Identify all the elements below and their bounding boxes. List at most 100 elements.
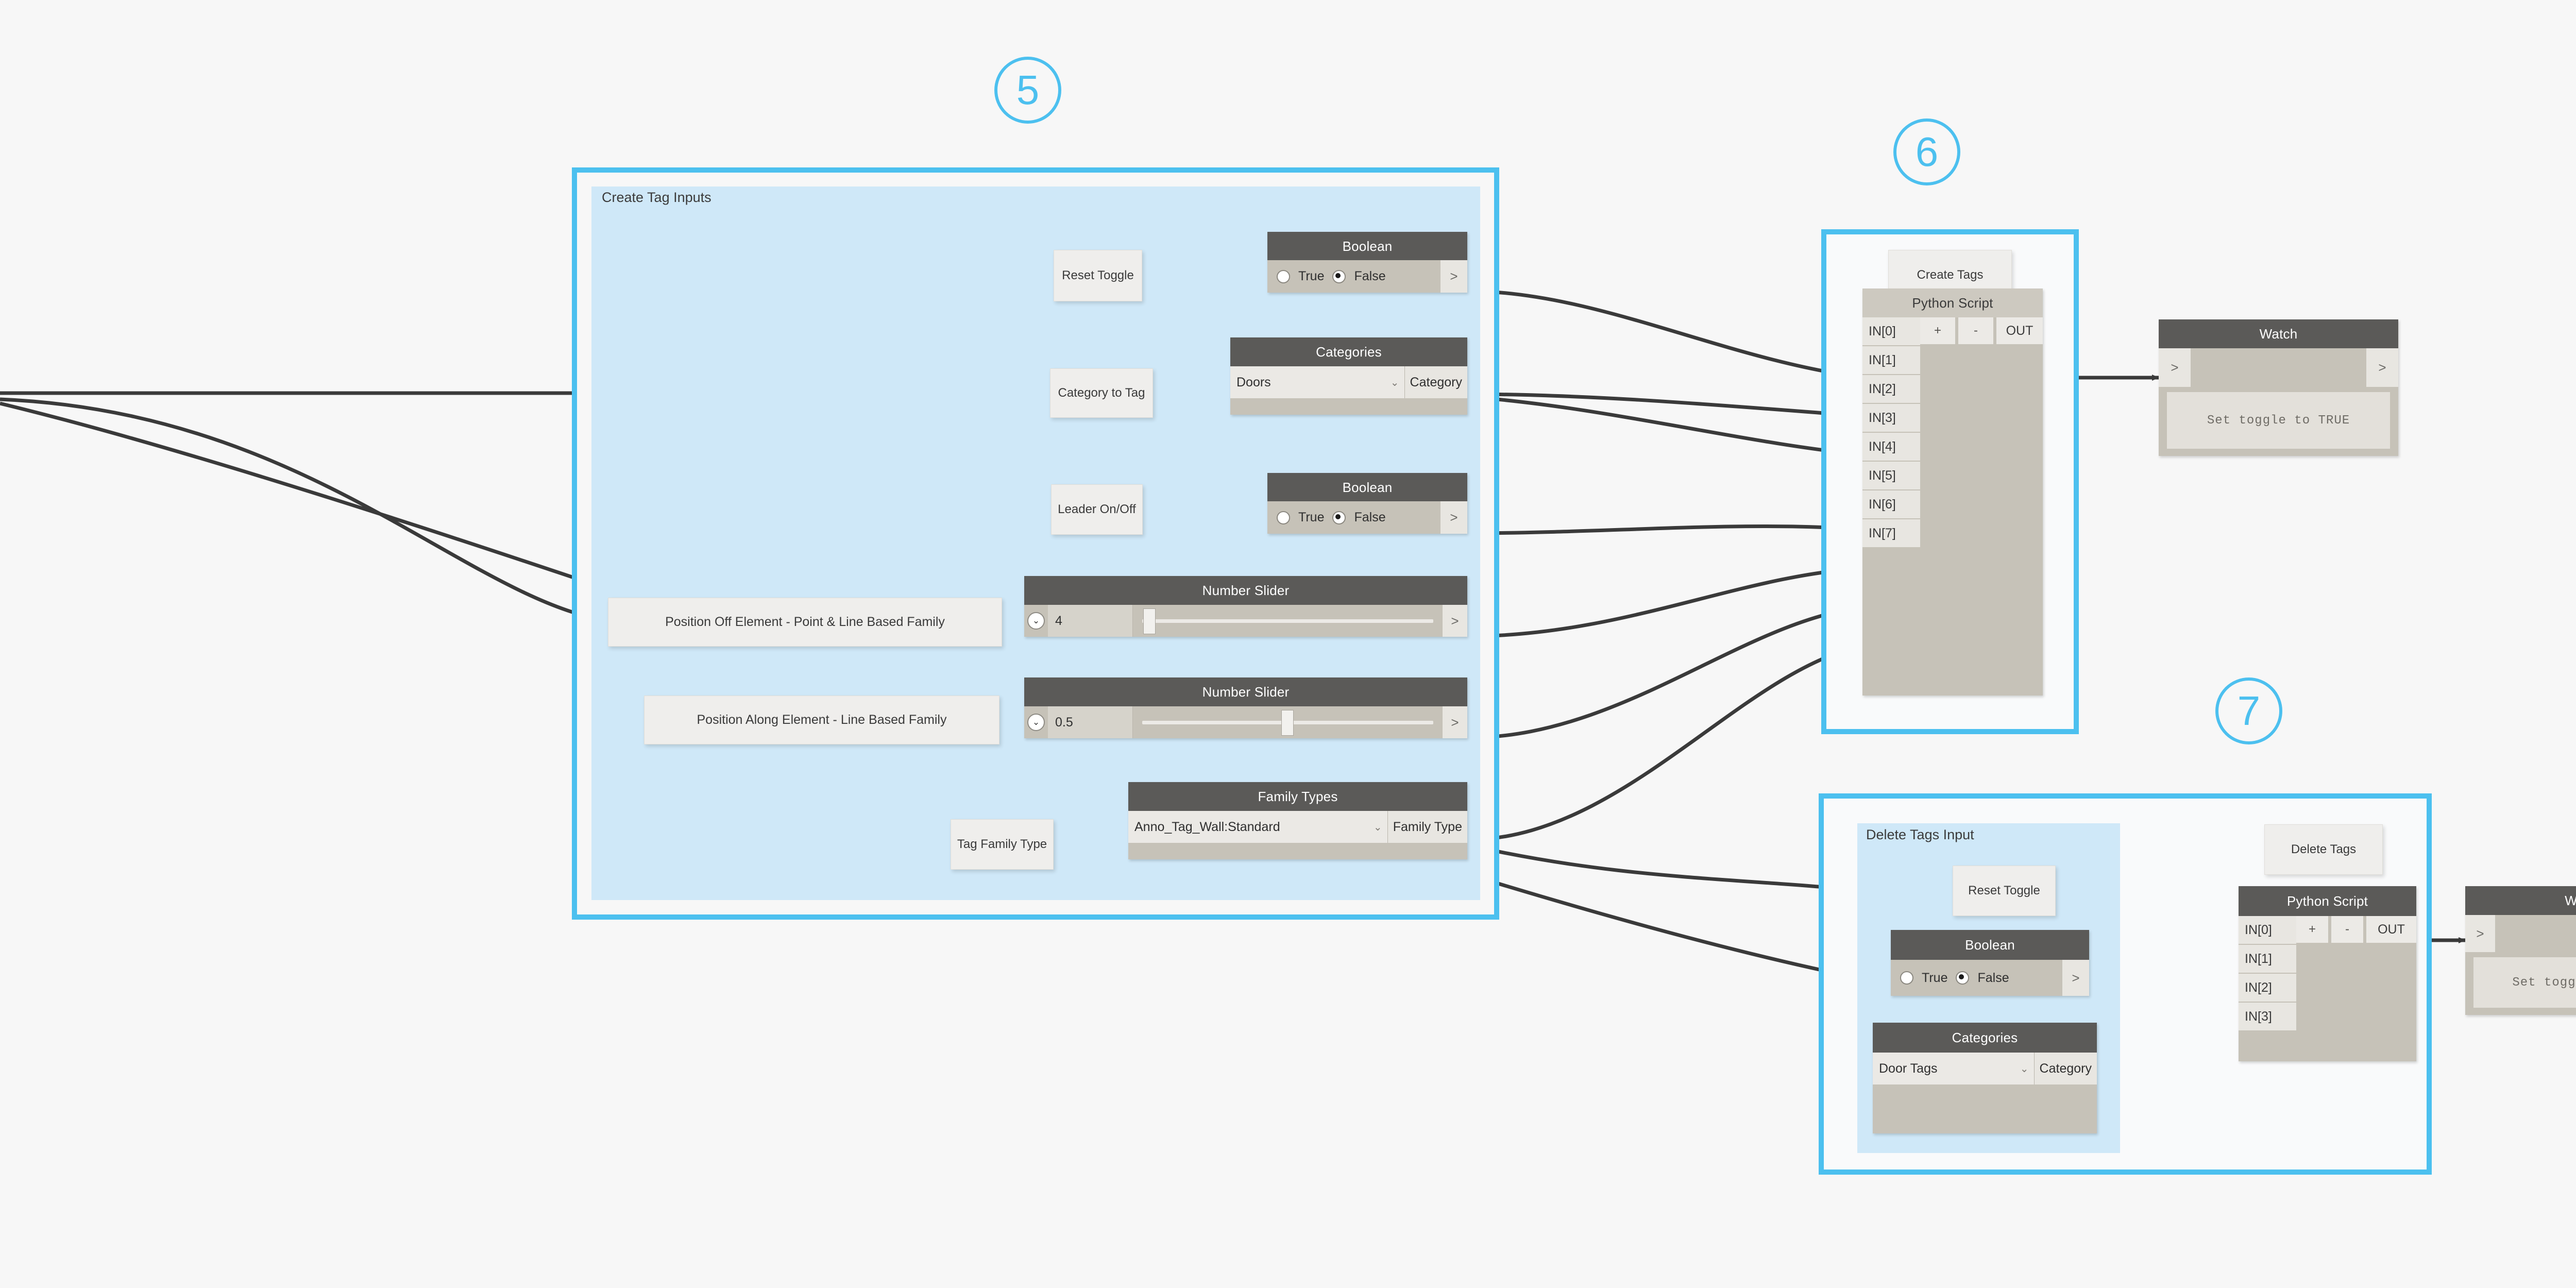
python-delete-in-2[interactable]: IN[2] xyxy=(2239,974,2296,1003)
family-types-out-port[interactable]: Family Type xyxy=(1387,811,1467,843)
watch-create-out-port[interactable]: > xyxy=(2366,348,2398,387)
radio-true[interactable] xyxy=(1900,971,1913,985)
node-categories-create-title: Categories xyxy=(1230,337,1467,366)
boolean-toggle-options[interactable]: True False xyxy=(1267,260,1440,293)
callout-badge-7: 7 xyxy=(2215,677,2282,744)
radio-true[interactable] xyxy=(1277,269,1290,283)
python-delete-in-3[interactable]: IN[3] xyxy=(2239,1003,2296,1031)
group-create-tag-inputs-title: Create Tag Inputs xyxy=(602,190,711,205)
slider-offset-out-port[interactable]: > xyxy=(1443,605,1467,637)
note-position-off-element[interactable]: Position Off Element - Point & Line Base… xyxy=(608,598,1002,647)
slider-offset-value[interactable]: 4 xyxy=(1048,605,1133,637)
python-delete-inputs: IN[0] IN[1] IN[2] IN[3] xyxy=(2239,916,2296,1061)
categories-create-out-port[interactable]: Category xyxy=(1404,366,1467,398)
node-python-script-create-title: Python Script xyxy=(1862,289,2043,317)
note-reset-toggle-delete[interactable]: Reset Toggle xyxy=(1953,866,2056,916)
python-delete-remove-button[interactable]: - xyxy=(2331,916,2363,943)
node-number-slider-offset[interactable]: Number Slider ⌄ 4 > xyxy=(1024,576,1467,637)
python-create-in-2[interactable]: IN[2] xyxy=(1862,375,1920,404)
categories-create-value: Doors xyxy=(1236,375,1271,389)
boolean-leader-out-port[interactable]: > xyxy=(1440,501,1467,534)
radio-true-label: True xyxy=(1298,269,1325,283)
family-types-dropdown[interactable]: Anno_Tag_Wall:Standard ⌄ xyxy=(1128,811,1388,843)
node-boolean-leader[interactable]: Boolean True False > xyxy=(1267,473,1467,534)
radio-false-label: False xyxy=(1354,510,1386,524)
python-create-remove-button[interactable]: - xyxy=(1958,317,1993,344)
python-create-in-4[interactable]: IN[4] xyxy=(1862,433,1920,462)
node-watch-delete[interactable]: Watch > > Set toggle to TRUE xyxy=(2465,886,2576,1015)
python-create-in-1[interactable]: IN[1] xyxy=(1862,346,1920,375)
categories-delete-value: Door Tags xyxy=(1879,1061,1938,1076)
node-boolean-delete[interactable]: Boolean True False > xyxy=(1891,930,2089,996)
watch-create-value: Set toggle to TRUE xyxy=(2167,392,2390,449)
radio-false-label: False xyxy=(1977,970,2009,985)
categories-delete-out-port[interactable]: Category xyxy=(2034,1053,2097,1084)
python-create-in-0[interactable]: IN[0] xyxy=(1862,317,1920,346)
chevron-down-icon: ⌄ xyxy=(1390,377,1399,388)
slider-along-track[interactable] xyxy=(1133,706,1443,738)
callout-badge-6-label: 6 xyxy=(1915,129,1939,175)
node-family-types[interactable]: Family Types Anno_Tag_Wall:Standard ⌄ Fa… xyxy=(1128,782,1467,859)
node-boolean-delete-title: Boolean xyxy=(1891,930,2089,960)
node-number-slider-along[interactable]: Number Slider ⌄ 0.5 > xyxy=(1024,677,1467,738)
note-position-along-element[interactable]: Position Along Element - Line Based Fami… xyxy=(644,696,999,744)
node-python-script-delete[interactable]: Python Script IN[0] IN[1] IN[2] IN[3] + … xyxy=(2239,886,2416,1061)
categories-delete-dropdown[interactable]: Door Tags ⌄ xyxy=(1873,1053,2035,1084)
note-tag-family-type[interactable]: Tag Family Type xyxy=(951,819,1054,870)
family-types-value: Anno_Tag_Wall:Standard xyxy=(1134,819,1280,834)
python-delete-in-0[interactable]: IN[0] xyxy=(2239,916,2296,945)
node-family-types-title: Family Types xyxy=(1128,782,1467,811)
python-create-in-5[interactable]: IN[5] xyxy=(1862,462,1920,490)
chevron-down-icon: ⌄ xyxy=(1027,714,1045,731)
slider-offset-track[interactable] xyxy=(1133,605,1443,637)
chevron-down-icon: ⌄ xyxy=(1373,821,1382,833)
radio-false-label: False xyxy=(1354,269,1386,283)
python-create-in-3[interactable]: IN[3] xyxy=(1862,404,1920,433)
node-watch-create[interactable]: Watch > > Set toggle to TRUE xyxy=(2159,319,2398,456)
slider-offset-thumb[interactable] xyxy=(1143,608,1156,634)
boolean-delete-out-port[interactable]: > xyxy=(2062,960,2089,996)
slider-along-thumb[interactable] xyxy=(1281,710,1294,736)
node-categories-create[interactable]: Categories Doors ⌄ Category xyxy=(1230,337,1467,415)
note-leader-on-off[interactable]: Leader On/Off xyxy=(1051,484,1143,535)
boolean-delete-options[interactable]: True False xyxy=(1891,960,2062,996)
radio-false[interactable] xyxy=(1956,971,1970,985)
python-delete-in-1[interactable]: IN[1] xyxy=(2239,945,2296,974)
node-categories-delete-title: Categories xyxy=(1873,1023,2097,1053)
boolean-leader-options[interactable]: True False xyxy=(1267,501,1440,534)
note-delete-tags[interactable]: Delete Tags xyxy=(2264,824,2383,875)
slider-along-out-port[interactable]: > xyxy=(1443,706,1467,738)
node-watch-create-title: Watch xyxy=(2159,319,2398,348)
watch-delete-value: Set toggle to TRUE xyxy=(2473,957,2576,1008)
node-boolean-toggle-title: Boolean xyxy=(1267,232,1467,260)
watch-create-in-port[interactable]: > xyxy=(2159,348,2191,387)
watch-delete-in-port[interactable]: > xyxy=(2465,915,2495,952)
note-reset-toggle[interactable]: Reset Toggle xyxy=(1054,250,1142,301)
node-categories-delete[interactable]: Categories Door Tags ⌄ Category xyxy=(1873,1023,2097,1133)
node-boolean-toggle[interactable]: Boolean True False > xyxy=(1267,232,1467,293)
note-category-to-tag[interactable]: Category to Tag xyxy=(1050,368,1153,418)
radio-true-label: True xyxy=(1298,510,1325,524)
group-create-tag-inputs[interactable] xyxy=(591,187,1480,900)
radio-false[interactable] xyxy=(1332,269,1346,283)
node-python-script-create[interactable]: Python Script IN[0] IN[1] IN[2] IN[3] IN… xyxy=(1862,289,2043,696)
python-create-out-port[interactable]: OUT xyxy=(1996,317,2043,344)
group-delete-tags-input-title: Delete Tags Input xyxy=(1866,827,1974,842)
chevron-down-icon: ⌄ xyxy=(2020,1063,2029,1075)
python-create-in-6[interactable]: IN[6] xyxy=(1862,490,1920,519)
slider-along-value[interactable]: 0.5 xyxy=(1048,706,1133,738)
python-create-add-button[interactable]: + xyxy=(1920,317,1955,344)
radio-true-label: True xyxy=(1922,970,1948,985)
node-number-slider-offset-title: Number Slider xyxy=(1024,576,1467,605)
python-delete-add-button[interactable]: + xyxy=(2296,916,2328,943)
python-create-in-7[interactable]: IN[7] xyxy=(1862,519,1920,548)
slider-along-expand[interactable]: ⌄ xyxy=(1024,706,1048,738)
python-delete-out-port[interactable]: OUT xyxy=(2366,916,2416,943)
radio-true[interactable] xyxy=(1277,511,1290,524)
categories-create-dropdown[interactable]: Doors ⌄ xyxy=(1230,366,1405,398)
slider-offset-expand[interactable]: ⌄ xyxy=(1024,605,1048,637)
radio-false[interactable] xyxy=(1332,511,1346,524)
boolean-toggle-out-port[interactable]: > xyxy=(1440,260,1467,293)
node-number-slider-along-title: Number Slider xyxy=(1024,677,1467,706)
